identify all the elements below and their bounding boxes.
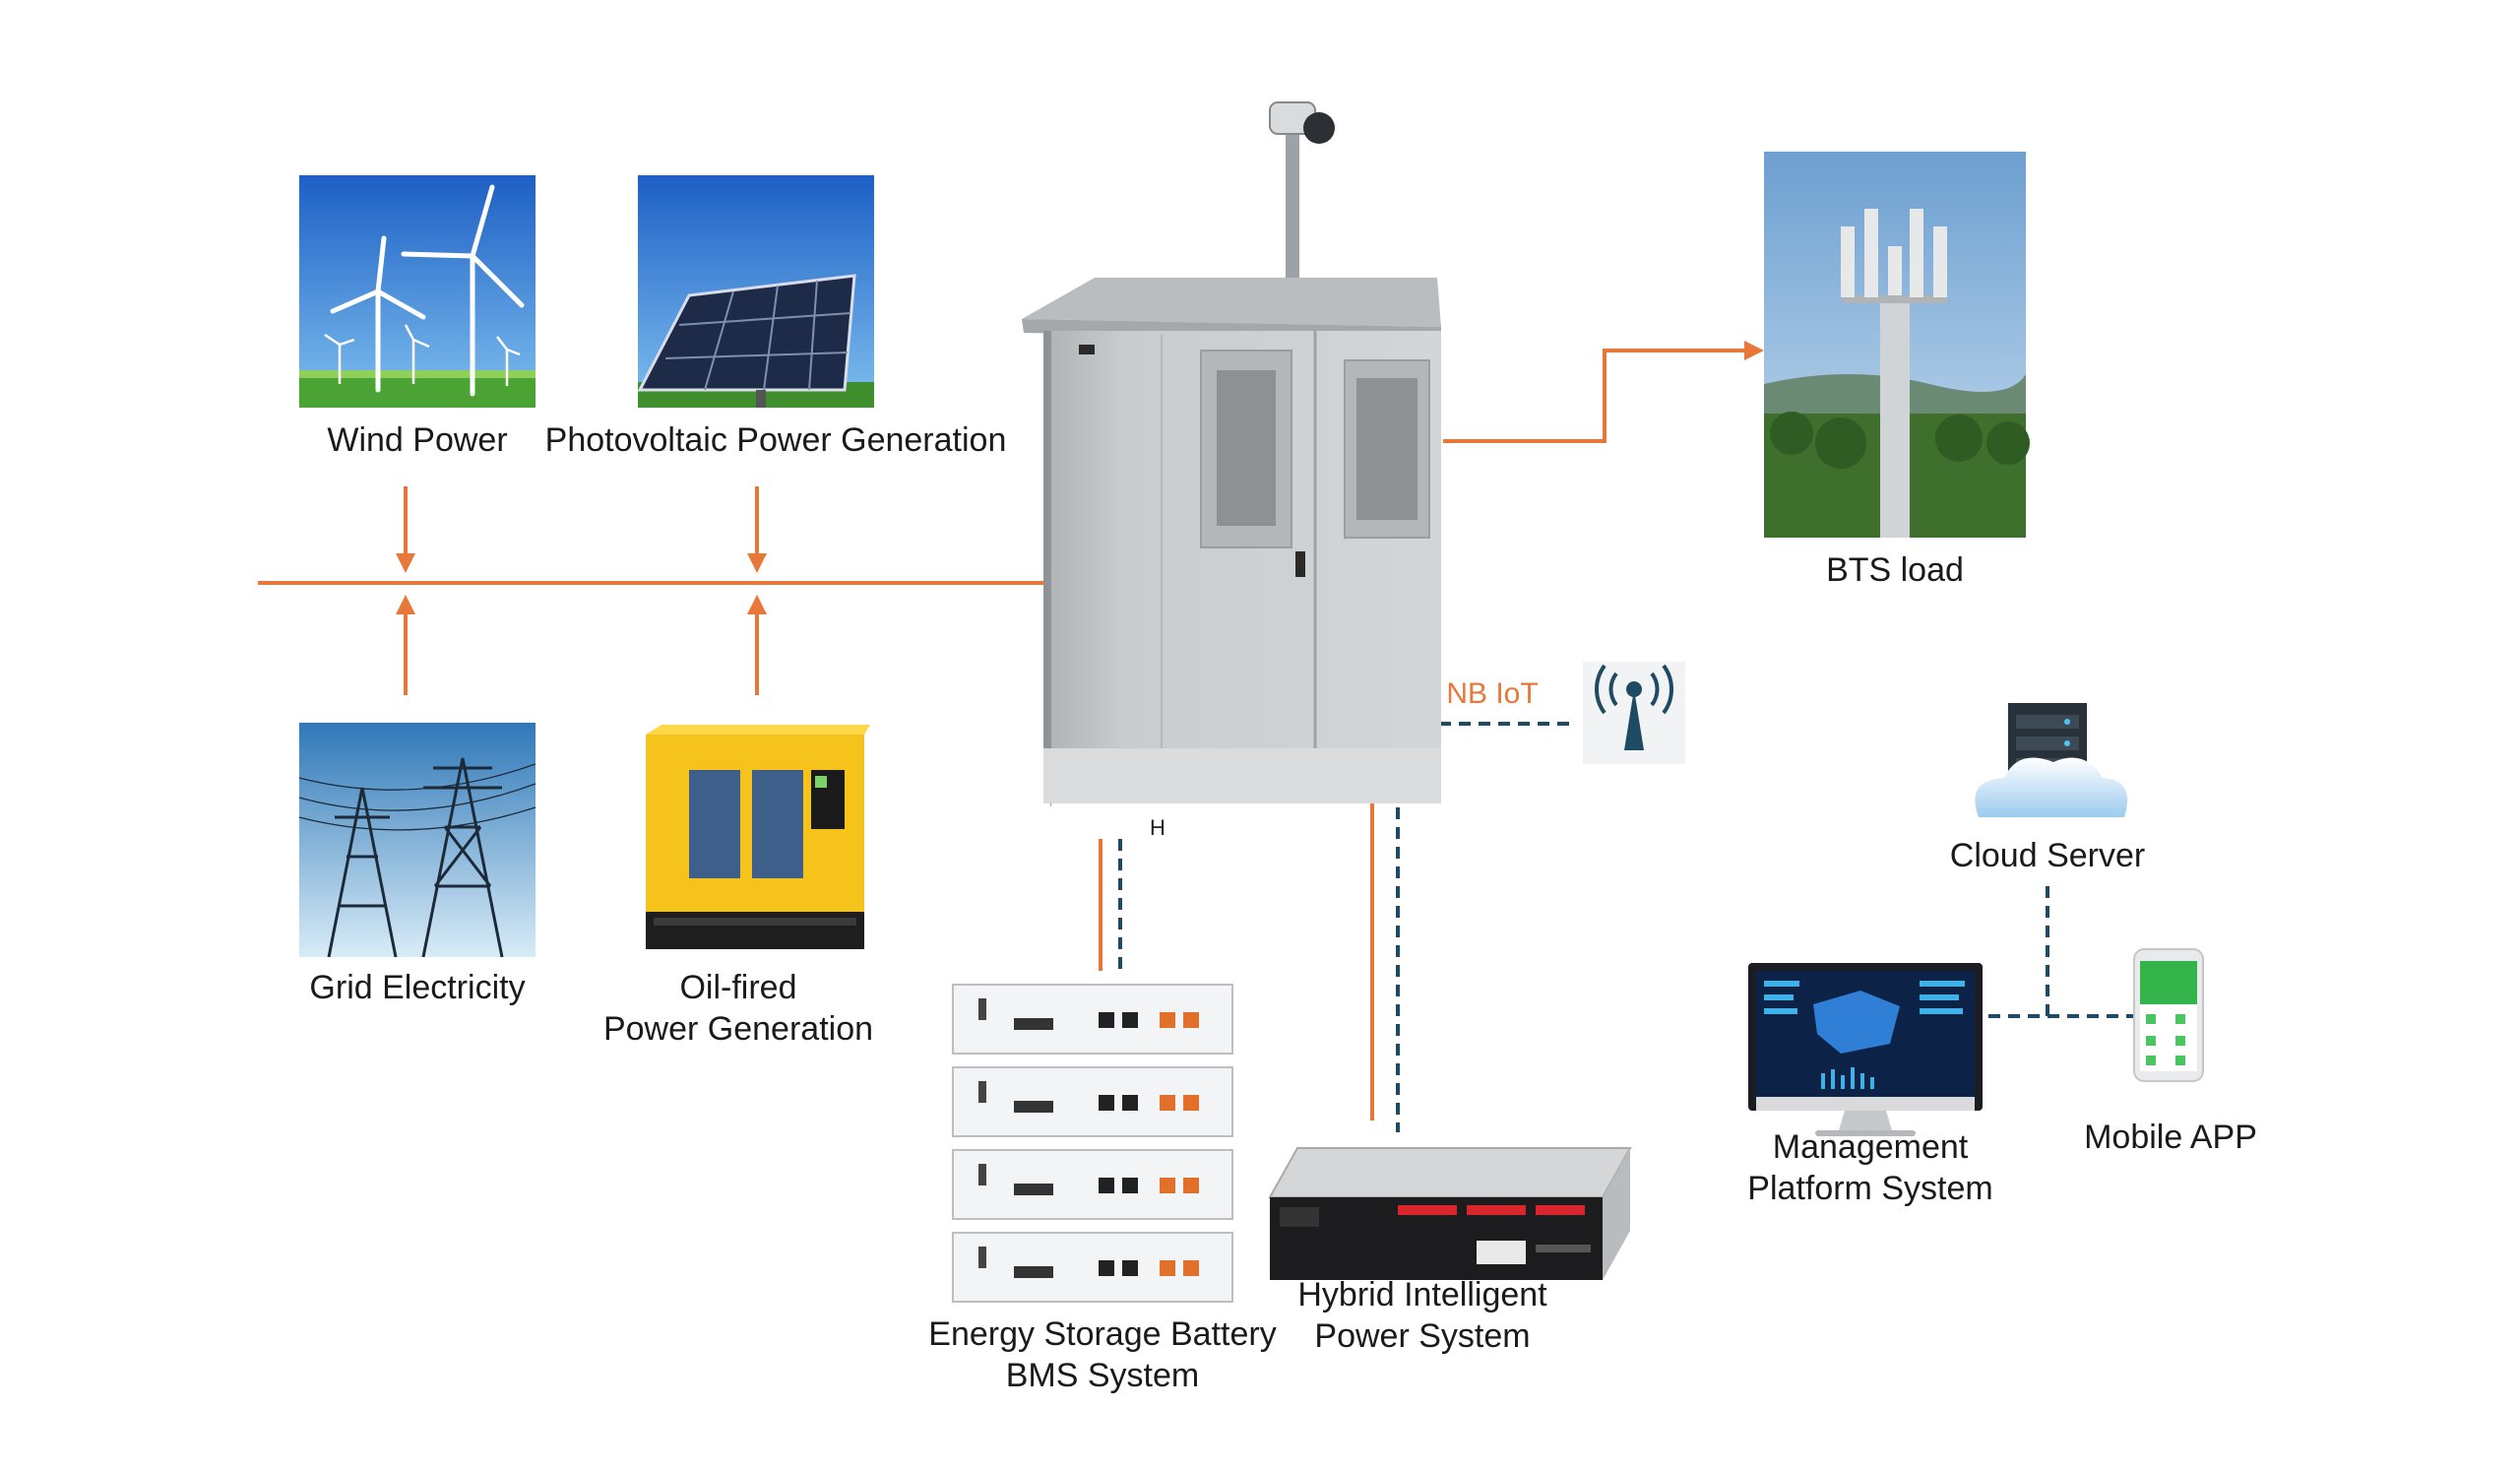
cloud-server-icon [1975,703,2128,817]
hybrid-label-line1: Hybrid Intelligent [1297,1276,1547,1313]
generator-icon [646,725,870,949]
battery-label: Energy Storage Battery BMS System [915,1313,1290,1396]
hybrid-label: Hybrid Intelligent Power System [1270,1274,1575,1357]
cloud-label: Cloud Server [1949,837,2146,874]
pv-label: Photovoltaic Power Generation [544,421,1007,459]
power-unit-icon [1268,1147,1632,1280]
battery-label-line2: BMS System [1005,1357,1200,1394]
transmission-tower-icon [327,757,504,958]
battery-module [952,984,1233,1055]
outdoor-cabinet: H [1022,101,1441,840]
cell-tower-icon [1841,209,1947,538]
nbiot-label: NB IoT [1446,677,1539,710]
battery-rack-icon [952,984,1233,1303]
antenna-icon [1583,662,1685,764]
oil-label-line1: Oil-fired [679,969,797,1006]
grid-label: Grid Electricity [309,969,526,1006]
smartphone-icon [2133,948,2204,1082]
mgmt-label: Management Platform System [1713,1126,2028,1209]
camera-icon [1269,101,1335,300]
generator-image [646,725,870,949]
mgmt-label-line1: Management [1772,1128,1969,1166]
oil-label: Oil-fired Power Generation [591,967,886,1050]
battery-module [952,1149,1233,1220]
battery-label-line1: Energy Storage Battery [928,1315,1277,1353]
battery-module [952,1066,1233,1137]
wind-power-label: Wind Power [327,421,508,459]
bts-image [1764,152,2030,538]
bts-label: BTS load [1826,551,1964,589]
battery-module [952,1232,1233,1303]
wind-turbine-icon [330,184,525,397]
mobile-label: Mobile APP [2084,1119,2257,1156]
mgmt-label-line2: Platform System [1747,1170,1993,1207]
oil-label-line2: Power Generation [602,1010,874,1048]
hybrid-label-line2: Power System [1314,1317,1531,1355]
pv-image [637,175,874,408]
power-lines [258,341,1764,1121]
solar-panel-icon [637,274,856,408]
grid-image [298,723,536,958]
cabinet-vent-right [1344,359,1430,539]
cabinet-vent-left [1200,350,1292,548]
wind-power-image [299,175,536,408]
monitor-icon [1748,963,1983,1136]
svg-text:H: H [1150,815,1166,840]
data-lines [1118,722,2138,1132]
bts-feed-line [1443,341,1764,443]
